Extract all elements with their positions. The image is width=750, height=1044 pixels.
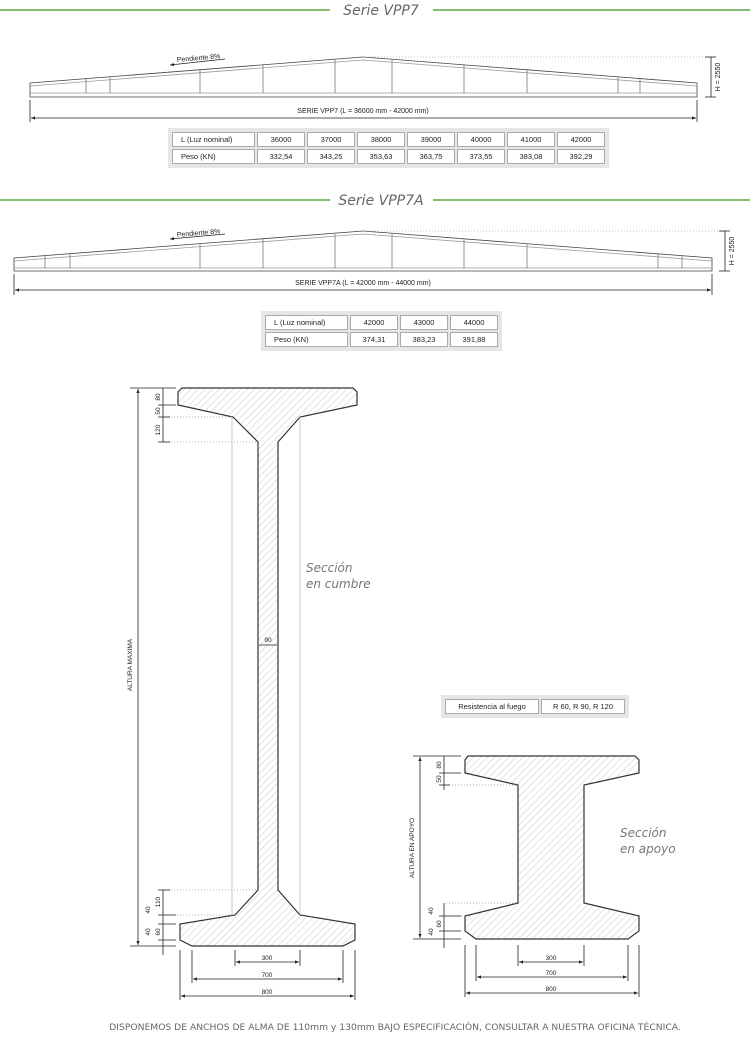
span-label: SERIE VPP7A (L = 42000 mm - 44000 mm) bbox=[295, 280, 431, 287]
dim-label: 40 bbox=[428, 907, 435, 915]
table-row-lengths: L (Luz nominal) 36000 37000 38000 39000 … bbox=[172, 132, 605, 147]
height-label: ALTURA MAXIMA bbox=[127, 638, 134, 691]
dim-label: 80 bbox=[436, 761, 443, 769]
table-cell: 44000 bbox=[450, 315, 498, 330]
table-cell: 41000 bbox=[507, 132, 555, 147]
row-header: L (Luz nominal) bbox=[172, 132, 255, 147]
dim-label: 800 bbox=[546, 986, 557, 993]
dim-label: 80 bbox=[155, 393, 162, 401]
table-cell: 373,55 bbox=[457, 149, 505, 164]
span-label: SERIE VPP7 (L = 36000 mm - 42000 mm) bbox=[297, 108, 428, 115]
section-subtitle: en cumbre bbox=[306, 577, 371, 591]
table-cell: 39000 bbox=[407, 132, 455, 147]
fire-resistance-table: Resistencia al fuego R 60, R 90, R 120 bbox=[441, 695, 629, 718]
dim-label: 50 bbox=[155, 407, 162, 415]
height-label: H = 2550 bbox=[715, 63, 722, 92]
footer-note: DISPONEMOS DE ANCHOS DE ALMA DE 110mm y … bbox=[109, 1022, 681, 1033]
section-apoyo-drawing bbox=[413, 755, 640, 997]
table-cell: 374,31 bbox=[350, 332, 398, 347]
table-cell: 391,88 bbox=[450, 332, 498, 347]
section-header-vpp7: Serie VPP7 bbox=[0, 3, 750, 19]
section-title: Sección bbox=[306, 561, 352, 575]
dim-label: 110 bbox=[155, 896, 162, 907]
row-header: Peso (KN) bbox=[265, 332, 348, 347]
section-subtitle: en apoyo bbox=[620, 842, 676, 856]
section-cumbre-drawing bbox=[130, 387, 358, 1000]
dim-label: 40 bbox=[145, 906, 152, 914]
table-row-weights: Peso (KN) 374,31 383,23 391,88 bbox=[265, 332, 498, 347]
fire-value: R 60, R 90, R 120 bbox=[541, 699, 625, 714]
dim-label: 120 bbox=[155, 424, 162, 435]
table-cell: 363,75 bbox=[407, 149, 455, 164]
dim-label: 60 bbox=[436, 920, 443, 928]
truss-vpp7-elevation bbox=[29, 56, 716, 122]
vpp7-weight-table: L (Luz nominal) 36000 37000 38000 39000 … bbox=[168, 128, 609, 168]
table-row: Resistencia al fuego R 60, R 90, R 120 bbox=[445, 699, 625, 714]
table-cell: 43000 bbox=[400, 315, 448, 330]
fire-label: Resistencia al fuego bbox=[445, 699, 539, 714]
dim-label: 300 bbox=[262, 955, 273, 962]
row-header: L (Luz nominal) bbox=[265, 315, 348, 330]
header-title: Serie VPP7A bbox=[338, 193, 423, 209]
row-header: Peso (KN) bbox=[172, 149, 255, 164]
slope-label: Pendiente 8% bbox=[177, 228, 221, 239]
table-cell: 42000 bbox=[557, 132, 605, 147]
table-row-weights: Peso (KN) 332,54 343,25 353,63 363,75 37… bbox=[172, 149, 605, 164]
dim-label: 60 bbox=[155, 928, 162, 936]
table-cell: 392,29 bbox=[557, 149, 605, 164]
dim-label: 700 bbox=[546, 970, 557, 977]
height-label: ALTURA EN APOYO bbox=[409, 818, 416, 878]
table-cell: 42000 bbox=[350, 315, 398, 330]
header-title: Serie VPP7 bbox=[343, 3, 419, 19]
height-label: H = 2550 bbox=[729, 237, 736, 266]
section-header-vpp7a: Serie VPP7A bbox=[0, 193, 750, 209]
table-cell: 383,08 bbox=[507, 149, 555, 164]
dim-label: 40 bbox=[428, 928, 435, 936]
section-title: Sección bbox=[620, 826, 666, 840]
table-cell: 40000 bbox=[457, 132, 505, 147]
table-cell: 353,63 bbox=[357, 149, 405, 164]
table-cell: 383,23 bbox=[400, 332, 448, 347]
slope-label: Pendiente 8% bbox=[177, 53, 221, 64]
dim-label: 40 bbox=[145, 928, 152, 936]
dim-label: 300 bbox=[546, 955, 557, 962]
vpp7a-weight-table: L (Luz nominal) 42000 43000 44000 Peso (… bbox=[261, 311, 502, 351]
table-cell: 332,54 bbox=[257, 149, 305, 164]
dim-label: 800 bbox=[262, 989, 273, 996]
table-cell: 343,25 bbox=[307, 149, 355, 164]
truss-vpp7a-elevation bbox=[13, 230, 730, 295]
table-row-lengths: L (Luz nominal) 42000 43000 44000 bbox=[265, 315, 498, 330]
dim-label: 700 bbox=[262, 972, 273, 979]
table-cell: 36000 bbox=[257, 132, 305, 147]
dim-label: 90 bbox=[264, 637, 272, 644]
table-cell: 37000 bbox=[307, 132, 355, 147]
dim-label: 50 bbox=[436, 775, 443, 783]
table-cell: 38000 bbox=[357, 132, 405, 147]
